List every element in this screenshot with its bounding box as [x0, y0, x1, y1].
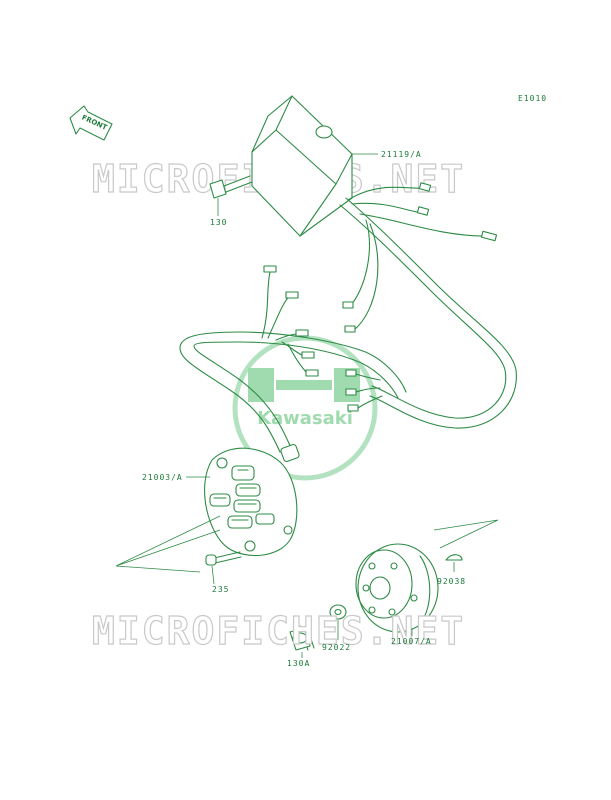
label-rotor: 21007/A	[391, 637, 432, 646]
rotor-flywheel	[355, 543, 439, 633]
logo-wordmark: Kawasaki	[257, 408, 353, 429]
label-key-92038: 92038	[437, 577, 466, 586]
cdi-unit	[251, 95, 353, 237]
screw-235	[205, 551, 242, 566]
stator-assembly	[204, 447, 298, 557]
key-92038	[445, 554, 463, 561]
stator-harness	[179, 265, 407, 463]
label-stator: 21003/A	[142, 473, 183, 482]
stator-coils	[209, 465, 275, 529]
wiring-harness	[339, 182, 517, 429]
label-screw-235: 235	[212, 585, 229, 594]
leader-235	[211, 565, 215, 585]
bolt-130a	[289, 623, 315, 651]
guide-line-left	[115, 515, 221, 573]
washer-92022	[329, 604, 347, 620]
bolt-130	[209, 175, 253, 199]
label-bolt-130: 130	[210, 218, 227, 227]
label-washer-92022: 92022	[322, 643, 351, 652]
label-bolt-130a: 130A	[287, 659, 310, 668]
front-arrow-icon: FRONT	[69, 105, 113, 141]
label-cdi-unit: 21119/A	[381, 150, 422, 159]
guide-line-right	[433, 519, 499, 549]
watermark-bottom: MICROFICHES.NET	[92, 609, 465, 653]
diagram-code: E1010	[518, 94, 547, 103]
